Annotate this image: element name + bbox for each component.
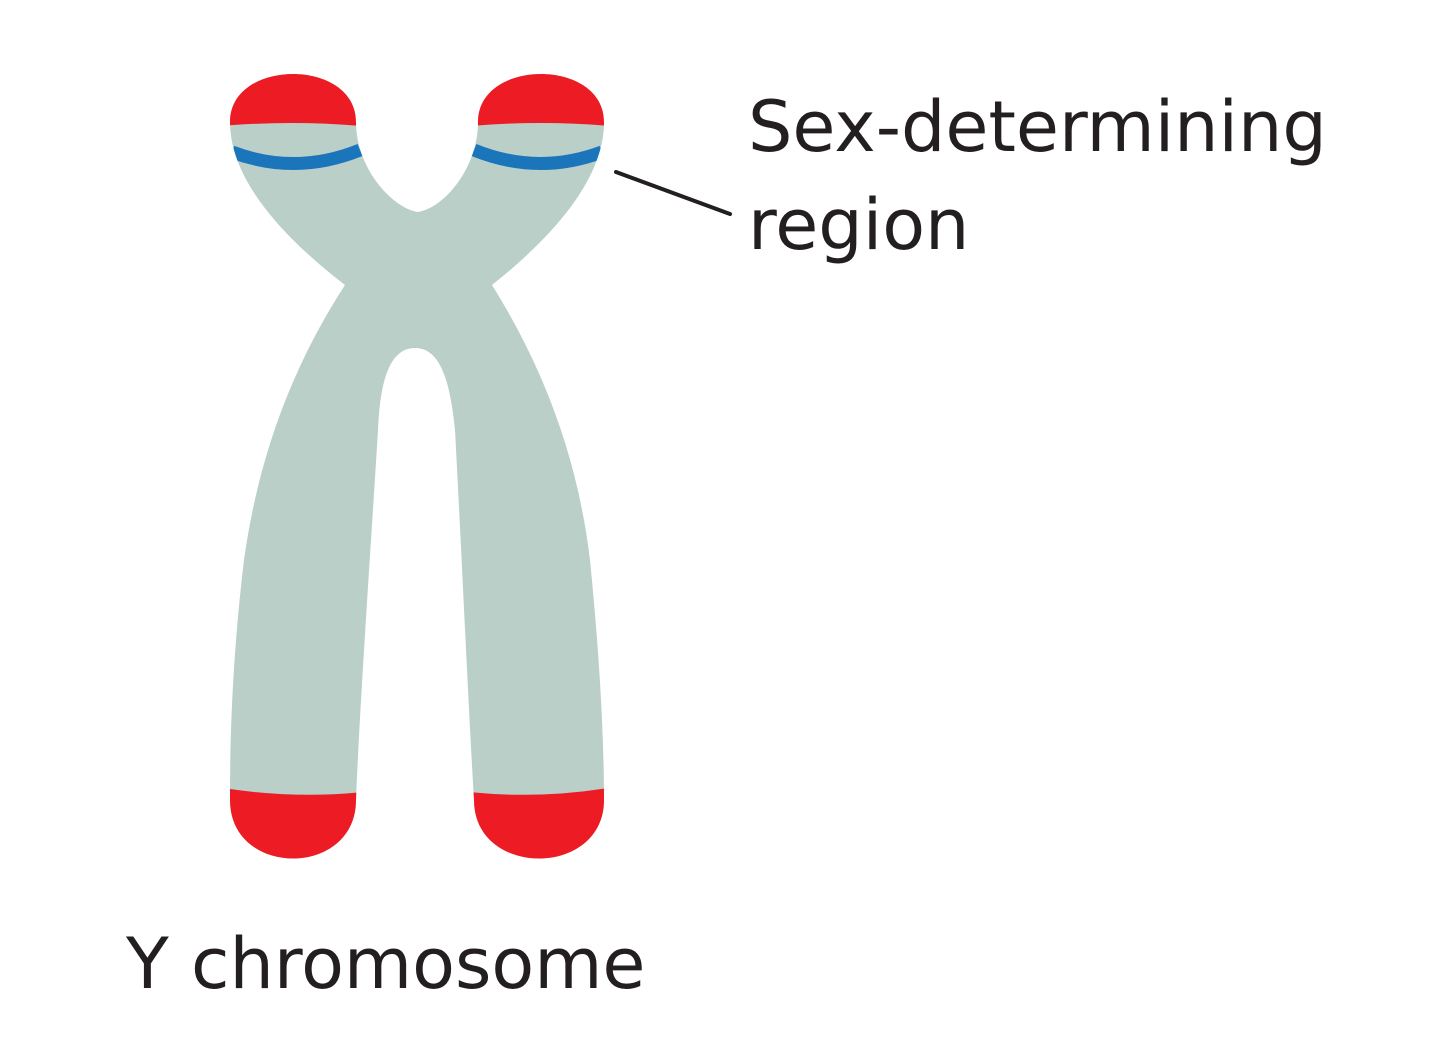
bottom-right-telomere (452, 784, 604, 859)
chromosome-caption: Y chromosome (126, 923, 646, 1005)
top-left-telomere (230, 74, 380, 128)
sex-determining-region-label: Sex-determining region (748, 78, 1398, 274)
sry-band-right (471, 143, 604, 170)
sry-band-left (230, 143, 363, 170)
bottom-left-telomere (230, 784, 380, 859)
top-right-telomere (452, 74, 604, 128)
region-leader-line (614, 170, 732, 216)
region-label-line-2: region (748, 184, 970, 266)
region-label-line-1: Sex-determining (748, 86, 1327, 168)
